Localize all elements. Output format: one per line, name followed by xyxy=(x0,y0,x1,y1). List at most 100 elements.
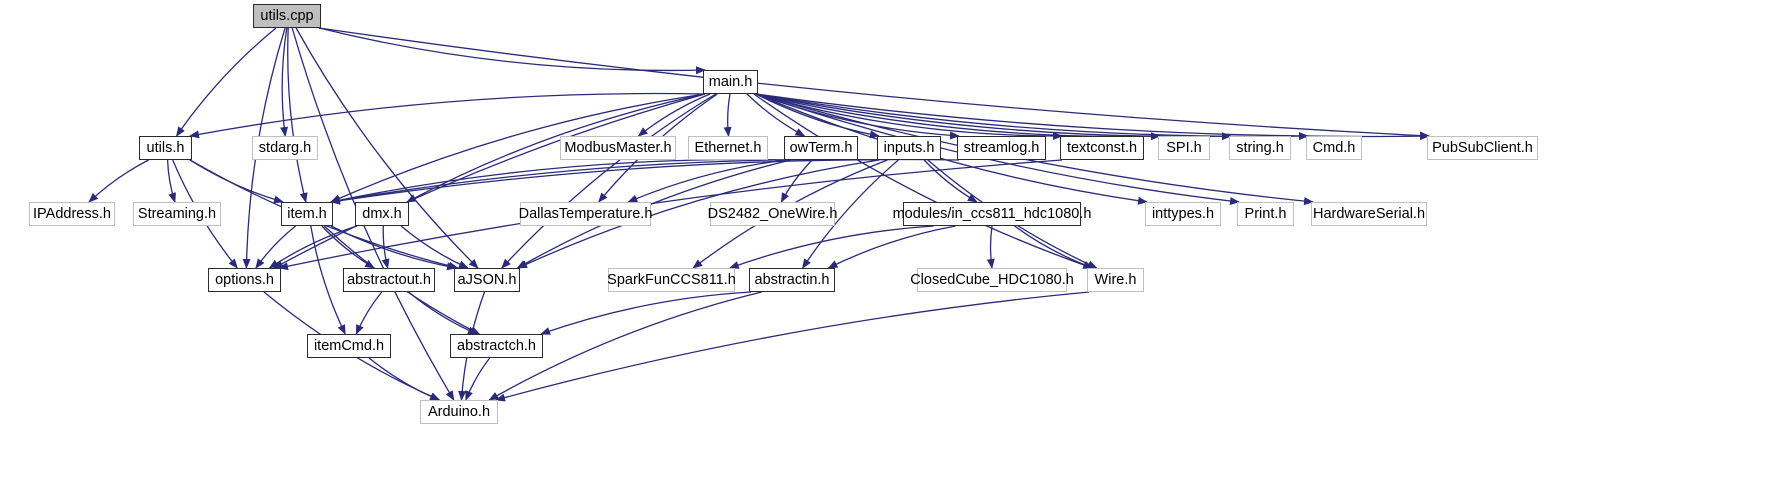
graph-node-label: IPAddress.h xyxy=(33,205,111,222)
graph-node-sparkfunccs811-h[interactable]: SparkFunCCS811.h xyxy=(607,268,736,292)
graph-node-stdarg-h[interactable]: stdarg.h xyxy=(252,136,318,160)
graph-node-dallastemperature-h[interactable]: DallasTemperature.h xyxy=(518,202,653,226)
graph-node-label: utils.h xyxy=(146,139,185,156)
graph-edge xyxy=(280,27,289,137)
graph-node-string-h[interactable]: string.h xyxy=(1229,136,1291,160)
graph-node-label: main.h xyxy=(708,73,753,90)
graph-node-label: Streaming.h xyxy=(137,205,217,222)
graph-node-print-h[interactable]: Print.h xyxy=(1237,202,1294,226)
graph-node-label: SPI.h xyxy=(1166,139,1202,156)
graph-edge xyxy=(540,291,752,335)
graph-node-label: stdarg.h xyxy=(258,139,312,156)
graph-edge xyxy=(318,27,706,75)
graph-edge xyxy=(175,27,277,137)
graph-edge xyxy=(330,158,880,205)
graph-node-in-ccs811-hdc1080-h[interactable]: modules/in_ccs811_hdc1080.h xyxy=(893,202,1091,226)
graph-edge xyxy=(755,93,1240,205)
graph-node-label: utils.cpp xyxy=(260,7,314,24)
graph-node-label: SparkFunCCS811.h xyxy=(607,271,736,288)
graph-node-wire-h[interactable]: Wire.h xyxy=(1087,268,1144,292)
graph-edge xyxy=(268,225,358,269)
graph-edge xyxy=(255,225,297,269)
graph-node-label: streamlog.h xyxy=(963,139,1040,156)
graph-node-label: aJSON.h xyxy=(457,271,517,288)
graph-edge xyxy=(166,159,176,203)
graph-node-label: item.h xyxy=(287,205,327,222)
graph-node-label: textconst.h xyxy=(1066,139,1138,156)
graph-node-label: Wire.h xyxy=(1094,271,1137,288)
graph-node-label: ModbusMaster.h xyxy=(564,139,672,156)
graph-node-pubsubclient-h[interactable]: PubSubClient.h xyxy=(1427,136,1538,160)
graph-node-label: abstractout.h xyxy=(347,271,431,288)
graph-edge xyxy=(637,93,711,137)
graph-node-label: PubSubClient.h xyxy=(1432,139,1533,156)
graph-edge xyxy=(746,93,806,137)
graph-node-label: DallasTemperature.h xyxy=(518,205,653,222)
graph-edge xyxy=(755,93,1148,205)
graph-edge xyxy=(465,357,491,401)
graph-node-closedcube-hdc1080-h[interactable]: ClosedCube_HDC1080.h xyxy=(910,268,1074,292)
graph-edge xyxy=(189,92,706,139)
graph-node-textconst-h[interactable]: textconst.h xyxy=(1060,136,1144,160)
graph-edge xyxy=(273,93,706,269)
graph-node-label: dmx.h xyxy=(362,205,402,222)
graph-node-arduino-h[interactable]: Arduino.h xyxy=(420,400,498,424)
graph-node-inputs-h[interactable]: inputs.h xyxy=(877,136,941,160)
graph-node-owterm-h[interactable]: owTerm.h xyxy=(784,136,858,160)
graph-node-inttypes-h[interactable]: inttypes.h xyxy=(1145,202,1221,226)
graph-node-ipaddress-h[interactable]: IPAddress.h xyxy=(29,202,115,226)
graph-edge xyxy=(986,225,995,269)
graph-edge xyxy=(287,27,308,203)
graph-node-label: Ethernet.h xyxy=(694,139,762,156)
graph-node-label: Print.h xyxy=(1244,205,1287,222)
graph-edge xyxy=(400,225,469,269)
graph-edge xyxy=(295,27,479,269)
graph-node-label: inttypes.h xyxy=(1151,205,1215,222)
graph-node-dmx-h[interactable]: dmx.h xyxy=(355,202,409,226)
graph-node-ajson-h[interactable]: aJSON.h xyxy=(454,268,520,292)
graph-edge xyxy=(723,93,732,137)
graph-node-ethernet-h[interactable]: Ethernet.h xyxy=(688,136,768,160)
graph-node-abstractout-h[interactable]: abstractout.h xyxy=(343,268,435,292)
graph-edge xyxy=(408,291,478,335)
graph-node-cmd-h[interactable]: Cmd.h xyxy=(1306,136,1362,160)
graph-node-abstractch-h[interactable]: abstractch.h xyxy=(450,334,543,358)
graph-edge xyxy=(355,291,383,335)
graph-edge xyxy=(755,93,1309,141)
graph-node-utils-h[interactable]: utils.h xyxy=(139,136,192,160)
graph-node-itemcmd-h[interactable]: itemCmd.h xyxy=(307,334,391,358)
graph-edge xyxy=(318,27,1430,140)
graph-node-spi-h[interactable]: SPI.h xyxy=(1158,136,1210,160)
graph-node-streaming-h[interactable]: Streaming.h xyxy=(133,202,221,226)
graph-edge xyxy=(517,159,880,269)
graph-edge xyxy=(627,159,787,203)
graph-node-modbusmaster-h[interactable]: ModbusMaster.h xyxy=(560,136,676,160)
graph-node-utils-cpp[interactable]: utils.cpp xyxy=(253,4,321,28)
graph-node-label: ClosedCube_HDC1080.h xyxy=(910,271,1074,288)
graph-edge xyxy=(802,159,899,269)
graph-edge xyxy=(330,225,457,271)
graph-node-label: owTerm.h xyxy=(789,139,853,156)
graph-edge xyxy=(368,357,440,401)
graph-edge xyxy=(310,225,346,335)
graph-edge xyxy=(501,93,717,269)
graph-edge xyxy=(780,159,813,203)
graph-edge xyxy=(755,93,1314,206)
graph-node-label: Cmd.h xyxy=(1312,139,1356,156)
graph-node-label: itemCmd.h xyxy=(313,337,385,354)
graph-node-hardwareserial-h[interactable]: HardwareSerial.h xyxy=(1311,202,1427,226)
graph-node-main-h[interactable]: main.h xyxy=(703,70,758,94)
graph-node-streamlog-h[interactable]: streamlog.h xyxy=(957,136,1046,160)
graph-node-options-h[interactable]: options.h xyxy=(208,268,281,292)
graph-edge xyxy=(189,159,284,204)
graph-edge xyxy=(381,225,390,269)
graph-edge xyxy=(728,225,934,269)
graph-edge xyxy=(755,93,1063,141)
graph-node-ds2482-onewire-h[interactable]: DS2482_OneWire.h xyxy=(707,202,838,226)
graph-node-label: modules/in_ccs811_hdc1080.h xyxy=(892,205,1092,222)
graph-node-item-h[interactable]: item.h xyxy=(281,202,333,226)
graph-node-label: DS2482_OneWire.h xyxy=(707,205,838,222)
graph-node-abstractin-h[interactable]: abstractin.h xyxy=(749,268,835,292)
